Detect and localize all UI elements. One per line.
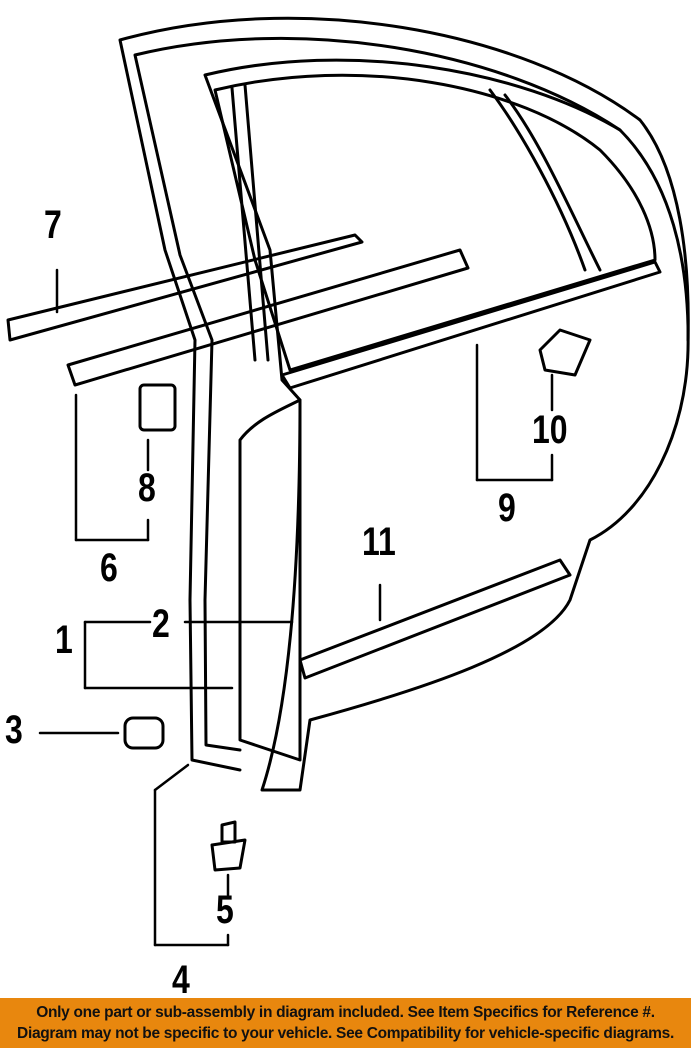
belt-molding-inner (66, 248, 470, 387)
callout-7: 7 (44, 203, 62, 247)
bumper-part-3 (123, 716, 165, 750)
body-side-molding (298, 558, 572, 680)
belt-molding-outer (6, 233, 364, 342)
door-window-frame (213, 73, 657, 372)
disclaimer-line-2: Diagram may not be specific to your vehi… (17, 1025, 674, 1042)
callout-1: 1 (55, 618, 73, 662)
door-weatherstrip (118, 16, 690, 772)
callout-10: 10 (532, 408, 568, 452)
door-panel (203, 58, 690, 792)
disclaimer-line-1: Only one part or sub-assembly in diagram… (36, 1004, 655, 1021)
callout-8: 8 (138, 466, 156, 510)
belt-molding-rear (280, 260, 662, 390)
callout-5: 5 (216, 888, 234, 932)
callout-6: 6 (100, 546, 118, 590)
door-inner-edge (238, 398, 302, 762)
callout-11: 11 (362, 520, 396, 564)
callout-4: 4 (172, 958, 190, 1002)
hinge-part-8 (138, 383, 177, 432)
callout-9: 9 (498, 486, 516, 530)
disclaimer-banner: Only one part or sub-assembly in diagram… (0, 998, 691, 1048)
callout-3: 3 (5, 708, 23, 752)
handle-part-10 (538, 328, 592, 377)
glass-run (488, 88, 602, 272)
leader-lines (38, 268, 554, 947)
callout-2: 2 (152, 602, 170, 646)
clip-part-5 (210, 820, 247, 872)
